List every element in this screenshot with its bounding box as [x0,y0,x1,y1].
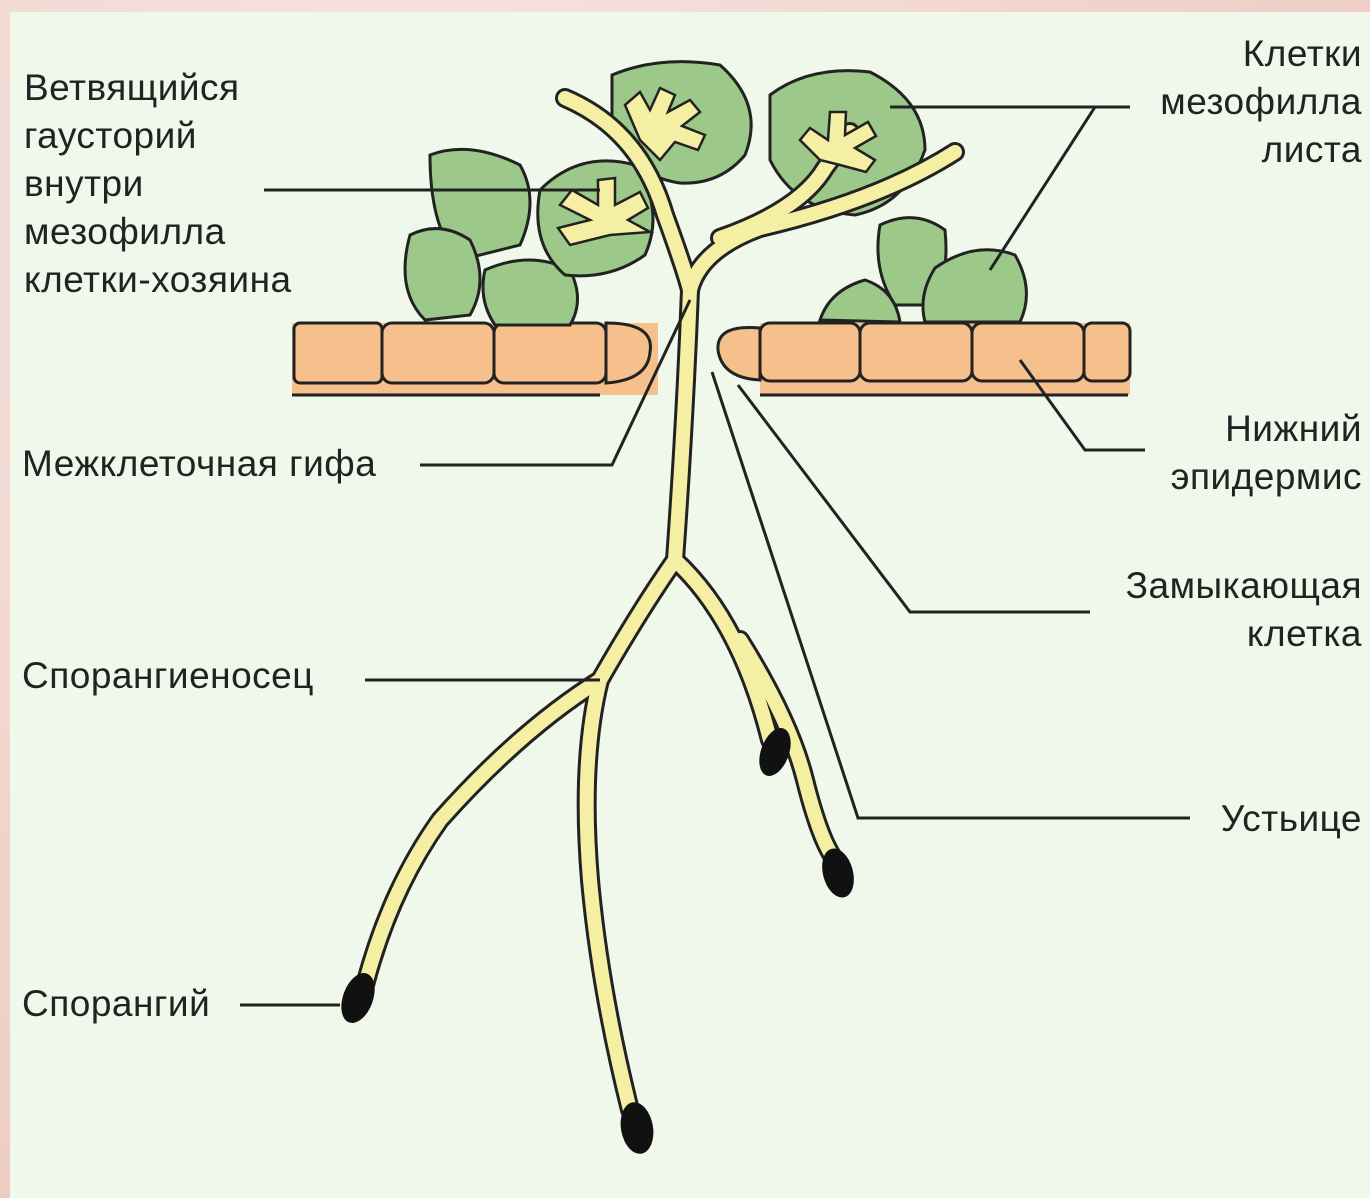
label-lower-epidermis-line-1: Нижний [1171,405,1362,453]
label-mesophyll-line-3: листа [1160,126,1362,174]
label-guard-cell-line-1: Замыкающая [1126,562,1362,610]
label-sporangium: Спорангий [22,980,210,1028]
guard-cell-right [718,327,760,380]
label-haustorium-line-5: клетки-хозяина [24,256,292,304]
lower-epidermis [292,323,1130,395]
label-haustorium-line-4: мезофилла [24,208,292,256]
label-guard-cell-line-2: клетка [1126,610,1362,658]
label-lower-epidermis: Нижний эпидермис [1171,405,1362,501]
mesophyll-cells [405,62,1026,325]
label-sporangiophore: Спорангиеносец [22,652,314,700]
label-stoma: Устьице [1221,795,1362,843]
label-intercellular-hypha: Межклеточная гифа [22,440,376,488]
label-guard-cell: Замыкающая клетка [1126,562,1362,658]
label-mesophyll: Клетки мезофилла листа [1160,30,1362,174]
label-lower-epidermis-line-2: эпидермис [1171,453,1362,501]
label-haustorium: Ветвящийся гаусторий внутри мезофилла кл… [24,64,292,304]
leader-guard-cell [738,385,1090,612]
label-haustorium-line-3: внутри [24,160,292,208]
label-haustorium-line-2: гаусторий [24,112,292,160]
label-haustorium-line-1: Ветвящийся [24,64,292,112]
label-mesophyll-line-2: мезофилла [1160,78,1362,126]
label-mesophyll-line-1: Клетки [1160,30,1362,78]
leader-mesophyll-b [990,107,1095,270]
